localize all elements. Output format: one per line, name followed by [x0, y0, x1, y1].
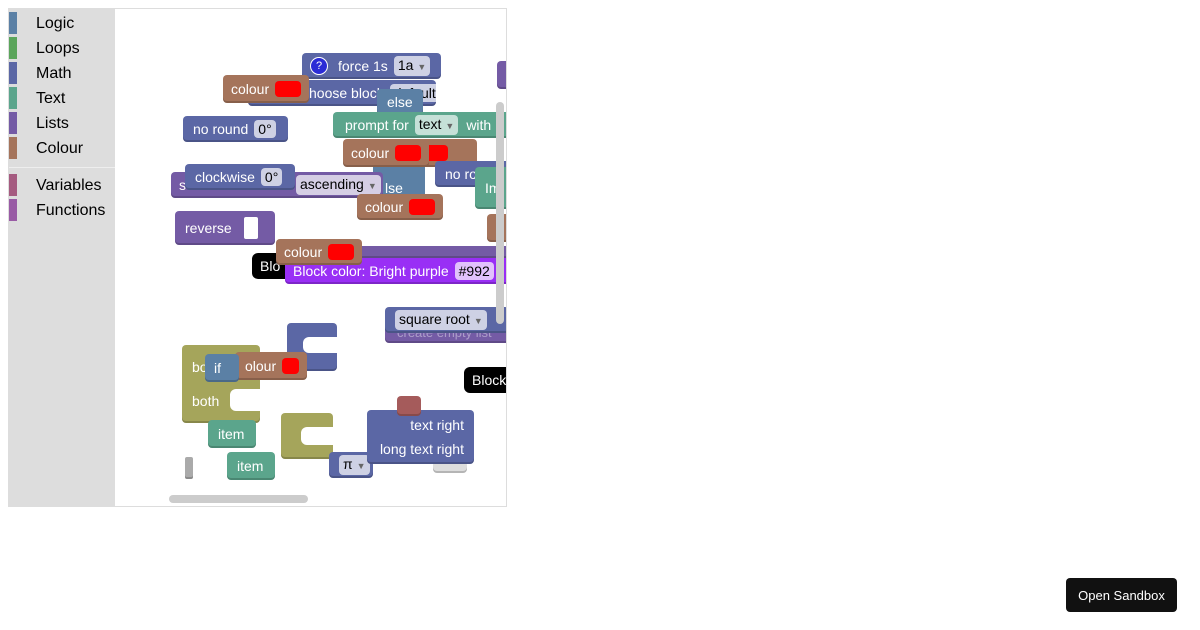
- if-block[interactable]: if: [205, 354, 239, 382]
- variable-block-partial[interactable]: [397, 396, 421, 416]
- item-block[interactable]: item: [227, 452, 275, 480]
- category-color-swatch: [9, 12, 17, 34]
- vertical-scrollbar[interactable]: [496, 102, 504, 324]
- dropdown-arrow-icon: ▼: [356, 461, 366, 471]
- angle-field[interactable]: 0°: [260, 168, 283, 186]
- category-color-swatch: [9, 87, 17, 109]
- open-sandbox-button[interactable]: Open Sandbox: [1066, 578, 1177, 612]
- dropdown-arrow-icon: ▼: [445, 121, 455, 131]
- category-loops[interactable]: Loops: [9, 36, 115, 61]
- colour-swatch[interactable]: [275, 81, 301, 97]
- toolbox: Logic Loops Math Text Lists Colour Varia…: [9, 9, 115, 506]
- colour-block[interactable]: colour: [223, 75, 309, 103]
- colour-swatch[interactable]: [409, 199, 435, 215]
- colour-swatch[interactable]: [395, 145, 421, 161]
- angle-field[interactable]: 0°: [254, 120, 276, 138]
- category-color-swatch: [9, 199, 17, 221]
- dropdown-arrow-icon: ▼: [417, 62, 427, 72]
- item-block[interactable]: item: [208, 420, 256, 448]
- square-root-block[interactable]: square root▼: [385, 307, 506, 333]
- colour-hex-field[interactable]: #992: [454, 262, 494, 280]
- prompt-type-dropdown[interactable]: text▼: [414, 115, 459, 135]
- pi-constant-block[interactable]: π▼: [329, 452, 373, 478]
- force-dropdown[interactable]: 1a▼: [393, 56, 431, 76]
- category-color-swatch: [9, 62, 17, 84]
- colour-block[interactable]: olour: [235, 352, 307, 380]
- else-block[interactable]: else: [377, 89, 423, 115]
- math-function-dropdown[interactable]: square root▼: [395, 310, 487, 330]
- category-math[interactable]: Math: [9, 61, 115, 86]
- category-colour[interactable]: Colour: [9, 136, 115, 161]
- loop-statement-block[interactable]: [281, 413, 333, 459]
- disabled-block-stub[interactable]: [433, 461, 467, 473]
- else-label: lse: [385, 180, 403, 196]
- dropdown-arrow-icon: ▼: [473, 316, 483, 326]
- reverse-block[interactable]: reverse: [175, 211, 275, 245]
- toolbox-separator: [9, 166, 115, 168]
- category-text[interactable]: Text: [9, 86, 115, 111]
- category-color-swatch: [9, 174, 17, 196]
- constant-dropdown[interactable]: π▼: [339, 455, 370, 475]
- sort-order-dropdown[interactable]: ascending▼: [296, 175, 381, 195]
- category-lists[interactable]: Lists: [9, 111, 115, 136]
- colour-swatch[interactable]: [328, 244, 354, 260]
- colour-swatch[interactable]: [282, 358, 299, 374]
- statement-slot: [303, 337, 337, 353]
- colour-block[interactable]: colour: [343, 139, 429, 167]
- category-color-swatch: [9, 137, 17, 159]
- category-functions[interactable]: Functions: [9, 198, 115, 223]
- help-icon[interactable]: ?: [310, 57, 328, 75]
- disabled-block-stub[interactable]: [185, 457, 193, 479]
- category-variables[interactable]: Variables: [9, 173, 115, 198]
- horizontal-scrollbar[interactable]: [169, 495, 308, 503]
- blockly-editor: Logic Loops Math Text Lists Colour Varia…: [8, 8, 507, 507]
- colour-block[interactable]: colour: [276, 239, 362, 265]
- category-color-swatch: [9, 112, 17, 134]
- category-logic[interactable]: Logic: [9, 11, 115, 36]
- input-socket: [243, 217, 258, 239]
- dropdown-arrow-icon: ▼: [367, 181, 377, 191]
- statement-slot: [301, 427, 333, 445]
- statement-slot: [230, 389, 260, 411]
- colour-block[interactable]: colour: [357, 194, 443, 220]
- lists-block-partial[interactable]: [497, 61, 506, 89]
- category-color-swatch: [9, 37, 17, 59]
- tooltip: Block: [464, 367, 506, 393]
